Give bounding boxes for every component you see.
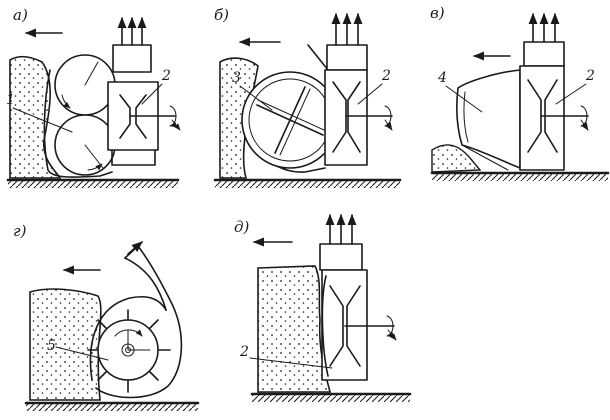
panel-label-v: в) bbox=[430, 4, 445, 22]
callout-3: 3 bbox=[232, 70, 241, 86]
shaft-output-arrow bbox=[387, 329, 397, 341]
callout-3-leader bbox=[239, 85, 273, 111]
panel-b: б) 3 2 bbox=[213, 6, 402, 188]
callout-5: 5 bbox=[47, 338, 56, 354]
callout-2: 2 bbox=[381, 68, 391, 84]
drum-blade-2-edge bbox=[279, 88, 311, 156]
callout-5-leader bbox=[55, 346, 109, 361]
callout-2: 2 bbox=[585, 68, 595, 84]
panel-v: в) 4 2 bbox=[430, 4, 610, 181]
impeller-blade bbox=[97, 319, 107, 329]
outlet-box bbox=[326, 44, 368, 71]
outlet-box bbox=[523, 41, 565, 67]
shaft-output-arrow bbox=[580, 119, 589, 131]
panel-label-g: г) bbox=[13, 222, 27, 240]
drum-blade-1-edge bbox=[257, 99, 325, 131]
shaft-output-arrow bbox=[171, 119, 181, 131]
impeller-blade bbox=[97, 371, 107, 381]
discharge-duct-inner bbox=[124, 257, 167, 311]
panel-label-d: д) bbox=[234, 218, 250, 236]
callout-2-leader bbox=[555, 83, 587, 105]
cutter-lip bbox=[461, 144, 509, 171]
fan-support bbox=[111, 149, 156, 166]
upper-rotation-arrow bbox=[61, 94, 71, 109]
outlet-box bbox=[112, 44, 152, 73]
ground-hatch bbox=[8, 181, 178, 188]
panel-label-a: а) bbox=[13, 6, 28, 24]
impeller-rotation-arrow bbox=[114, 329, 143, 337]
impeller-blade bbox=[149, 371, 159, 381]
shaft-output-arrow bbox=[384, 119, 393, 131]
fan-housing bbox=[321, 269, 368, 381]
callout-1: 1 bbox=[6, 92, 15, 108]
callout-4-leader bbox=[445, 85, 483, 113]
panel-a: а) 1 2 bbox=[6, 6, 181, 188]
drum-blade-2 bbox=[274, 86, 306, 154]
lower-rotation-arrow bbox=[87, 163, 103, 171]
callout-2: 2 bbox=[239, 344, 249, 360]
callout-2-leader bbox=[357, 83, 383, 105]
callout-4: 4 bbox=[437, 70, 447, 86]
fan-blade-profile bbox=[329, 285, 344, 367]
volute-casing-outer bbox=[95, 245, 183, 399]
discharge-arrow bbox=[127, 241, 143, 255]
soil-mass bbox=[219, 57, 259, 179]
shaft-rotation-arrow bbox=[386, 315, 394, 338]
feed-chute bbox=[307, 44, 329, 71]
callout-2-leader bbox=[141, 83, 163, 105]
soil-mass bbox=[257, 265, 332, 393]
callout-2-leader bbox=[249, 357, 333, 369]
ground-hatch bbox=[432, 174, 608, 181]
panel-d: д) 2 bbox=[234, 213, 412, 402]
fan-housing bbox=[519, 65, 565, 171]
panel-g: г) 5 bbox=[13, 222, 200, 411]
cutter-edge-line bbox=[463, 91, 469, 143]
impeller-blade bbox=[149, 319, 159, 329]
callout-2: 2 bbox=[161, 68, 171, 84]
ground-hatch bbox=[252, 395, 410, 402]
cutter-bucket bbox=[456, 69, 521, 169]
soil-mass bbox=[29, 288, 102, 401]
upper-rotor-spoke bbox=[84, 61, 99, 86]
ground-hatch bbox=[26, 404, 198, 411]
panel-label-b: б) bbox=[214, 6, 229, 24]
ground-hatch bbox=[215, 181, 400, 188]
outlet-box bbox=[319, 243, 363, 271]
soil-spoil bbox=[431, 144, 482, 173]
shaft-rotation-arrow bbox=[169, 105, 177, 128]
rotor-shroud bbox=[43, 69, 113, 178]
callout-1-leader bbox=[12, 107, 73, 133]
